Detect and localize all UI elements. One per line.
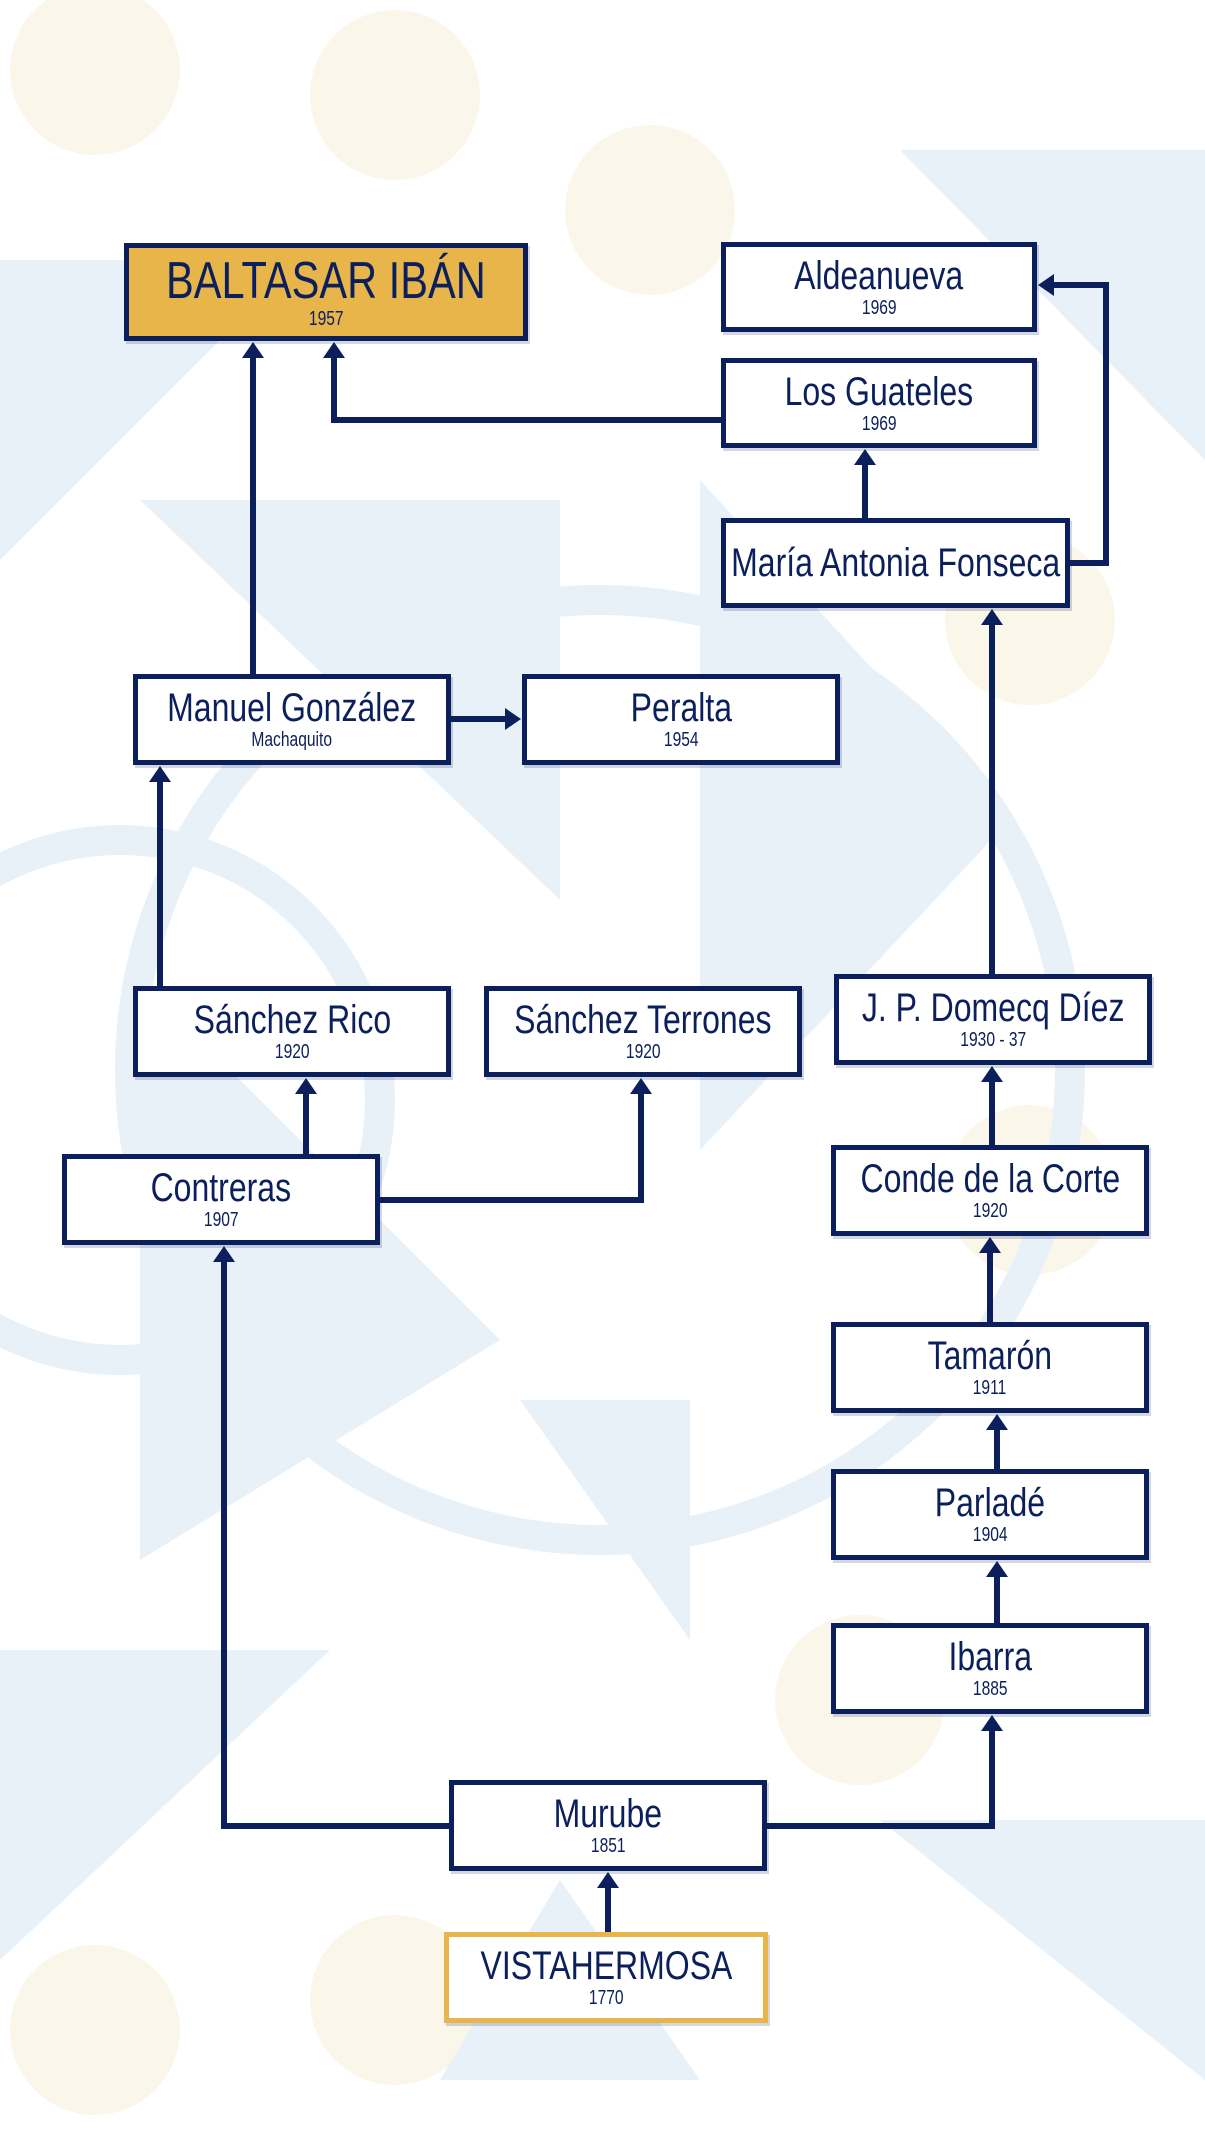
node-name: María Antonia Fonseca	[730, 541, 1061, 585]
node-year: 1920	[625, 1041, 661, 1063]
node-name: Contreras	[150, 1166, 292, 1210]
link-manuel-baltasar-arrowhead	[242, 342, 264, 358]
node-year: 1885	[972, 1678, 1008, 1700]
node-year: 1851	[590, 1835, 626, 1857]
node-nickname: Machaquito	[251, 729, 333, 751]
link-parlade-tamaron-arrowhead	[986, 1414, 1008, 1430]
link-contreras-terrones-arrowhead	[630, 1078, 652, 1094]
link-murube-contreras-arrowhead	[213, 1246, 235, 1262]
link-murube-contreras	[221, 1262, 449, 1829]
link-ibarra-parlade-arrowhead	[986, 1561, 1008, 1577]
link-conde-domecq-arrowhead	[981, 1066, 1003, 1082]
node-year: 1770	[588, 1987, 624, 2009]
node-parlade: Parladé 1904	[831, 1469, 1149, 1560]
node-jp-domecq-diez: J. P. Domecq Díez 1930 - 37	[834, 974, 1152, 1065]
link-manuel-peralta-arrowhead	[505, 708, 521, 730]
link-vistahermosa-murube-arrowhead	[597, 1872, 619, 1888]
node-contreras: Contreras 1907	[62, 1154, 380, 1245]
node-name: Sánchez Rico	[193, 998, 391, 1042]
link-fonseca-guateles-arrowhead	[854, 449, 876, 465]
node-name: Murube	[553, 1792, 663, 1836]
node-maria-antonia-fonseca: María Antonia Fonseca	[721, 518, 1070, 608]
node-name: BALTASAR IBÁN	[166, 251, 486, 310]
link-fonseca-aldeanueva	[1054, 282, 1109, 566]
node-tamaron: Tamarón 1911	[831, 1322, 1149, 1413]
node-name: Aldeanueva	[794, 253, 964, 298]
link-guateles-baltasar-arrowhead	[323, 342, 345, 358]
link-guateles-baltasar	[331, 358, 721, 423]
node-name: Manuel González	[167, 686, 417, 730]
node-year: 1904	[972, 1524, 1008, 1546]
node-year: 1969	[861, 412, 897, 435]
node-year: 1920	[972, 1200, 1008, 1222]
node-name: Ibarra	[948, 1635, 1032, 1679]
node-ibarra: Ibarra 1885	[831, 1623, 1149, 1714]
node-name: VISTAHERMOSA	[480, 1944, 732, 1988]
node-name: Conde de la Corte	[860, 1157, 1120, 1201]
node-sanchez-rico: Sánchez Rico 1920	[133, 986, 451, 1077]
link-murube-ibarra	[767, 1731, 995, 1829]
node-year: 1920	[274, 1041, 310, 1063]
node-year: 1907	[203, 1209, 239, 1231]
link-contreras-sanchezrico-arrowhead	[295, 1078, 317, 1094]
node-year: 1969	[861, 296, 897, 319]
node-name: Tamarón	[927, 1334, 1053, 1378]
node-name: Sánchez Terrones	[514, 998, 772, 1042]
node-name: Parladé	[934, 1481, 1046, 1525]
node-conde-de-la-corte: Conde de la Corte 1920	[831, 1145, 1149, 1236]
node-year: 1954	[663, 729, 699, 751]
node-vistahermosa: VISTAHERMOSA 1770	[444, 1932, 768, 2023]
node-baltasar-iban: BALTASAR IBÁN 1957	[124, 243, 528, 341]
node-name: Los Guateles	[784, 369, 974, 414]
link-domecq-fonseca-arrowhead	[981, 609, 1003, 625]
link-sanchezrico-manuel-arrowhead	[149, 766, 171, 782]
node-los-guateles: Los Guateles 1969	[721, 358, 1037, 448]
link-murube-ibarra-arrowhead	[981, 1715, 1003, 1731]
link-fonseca-aldeanueva-arrowhead	[1038, 274, 1054, 296]
node-aldeanueva: Aldeanueva 1969	[721, 242, 1037, 332]
node-peralta: Peralta 1954	[522, 674, 840, 765]
node-name: Peralta	[630, 686, 732, 730]
node-year: 1957	[308, 307, 344, 330]
node-year: 1911	[973, 1377, 1007, 1399]
node-year: 1930 - 37	[960, 1029, 1026, 1051]
link-contreras-terrones	[380, 1094, 644, 1203]
link-tamaron-conde-arrowhead	[979, 1237, 1001, 1253]
node-name: J. P. Domecq Díez	[861, 986, 1125, 1030]
node-murube: Murube 1851	[449, 1780, 767, 1871]
node-manuel-gonzalez: Manuel González Machaquito	[133, 674, 451, 765]
node-sanchez-terrones: Sánchez Terrones 1920	[484, 986, 802, 1077]
